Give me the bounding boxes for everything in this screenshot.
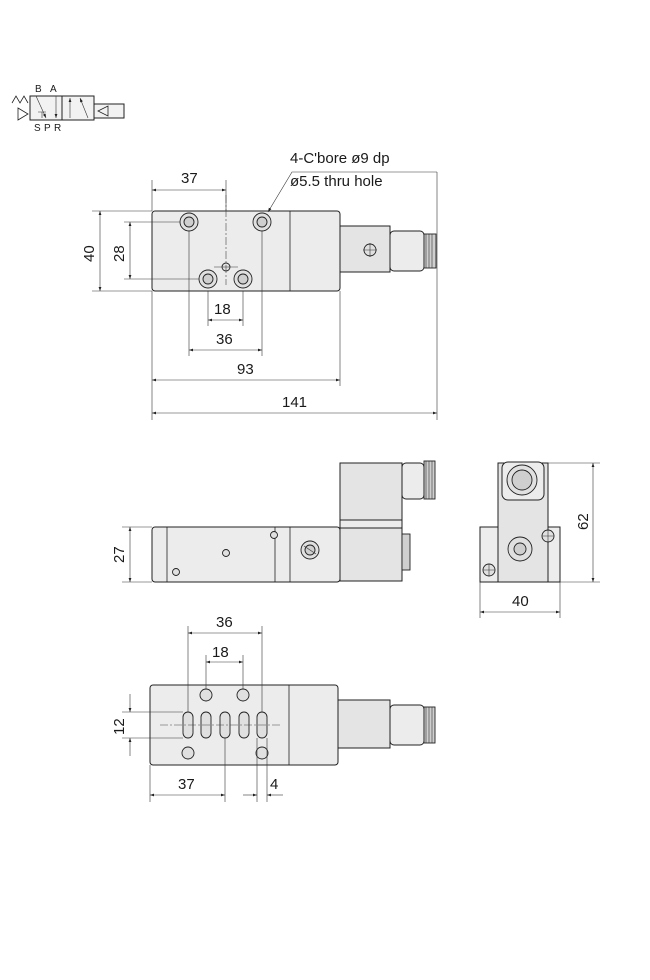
dim-bottom-4: 4 <box>270 776 278 793</box>
callout-cbore-label: 4-C'bore ø9 dp <box>290 150 390 167</box>
dim-top-40: 40 <box>81 245 98 262</box>
port-b-label: B <box>35 84 42 95</box>
port-s-label: S <box>34 123 41 134</box>
dim-bottom-36: 36 <box>216 614 233 631</box>
dim-top-36: 36 <box>216 331 233 348</box>
dim-bottom-18: 18 <box>212 644 229 661</box>
dim-end-62: 62 <box>575 513 592 530</box>
valve-symbol: B A S P R <box>11 84 125 134</box>
dim-top-28: 28 <box>111 245 128 262</box>
top-view: 4-C'bore ø9 dp ø5.5 thru hole 37 40 28 1… <box>81 150 438 420</box>
dim-side-27: 27 <box>111 546 128 563</box>
dim-bottom-37: 37 <box>178 776 195 793</box>
callout-thru-hole-label: ø5.5 thru hole <box>290 173 383 190</box>
dim-top-93: 93 <box>237 361 254 378</box>
port-p-label: P <box>44 123 51 134</box>
bottom-view: 36 18 12 37 4 <box>111 614 436 802</box>
port-r-label: R <box>54 123 61 134</box>
dim-end-40: 40 <box>512 593 529 610</box>
side-view: 27 <box>111 460 436 583</box>
dim-top-18: 18 <box>214 301 231 318</box>
dim-top-37: 37 <box>181 170 198 187</box>
dim-top-141: 141 <box>282 394 307 411</box>
port-a-label: A <box>50 84 57 95</box>
dim-bottom-12: 12 <box>111 718 128 735</box>
end-view: 62 40 <box>479 461 600 618</box>
